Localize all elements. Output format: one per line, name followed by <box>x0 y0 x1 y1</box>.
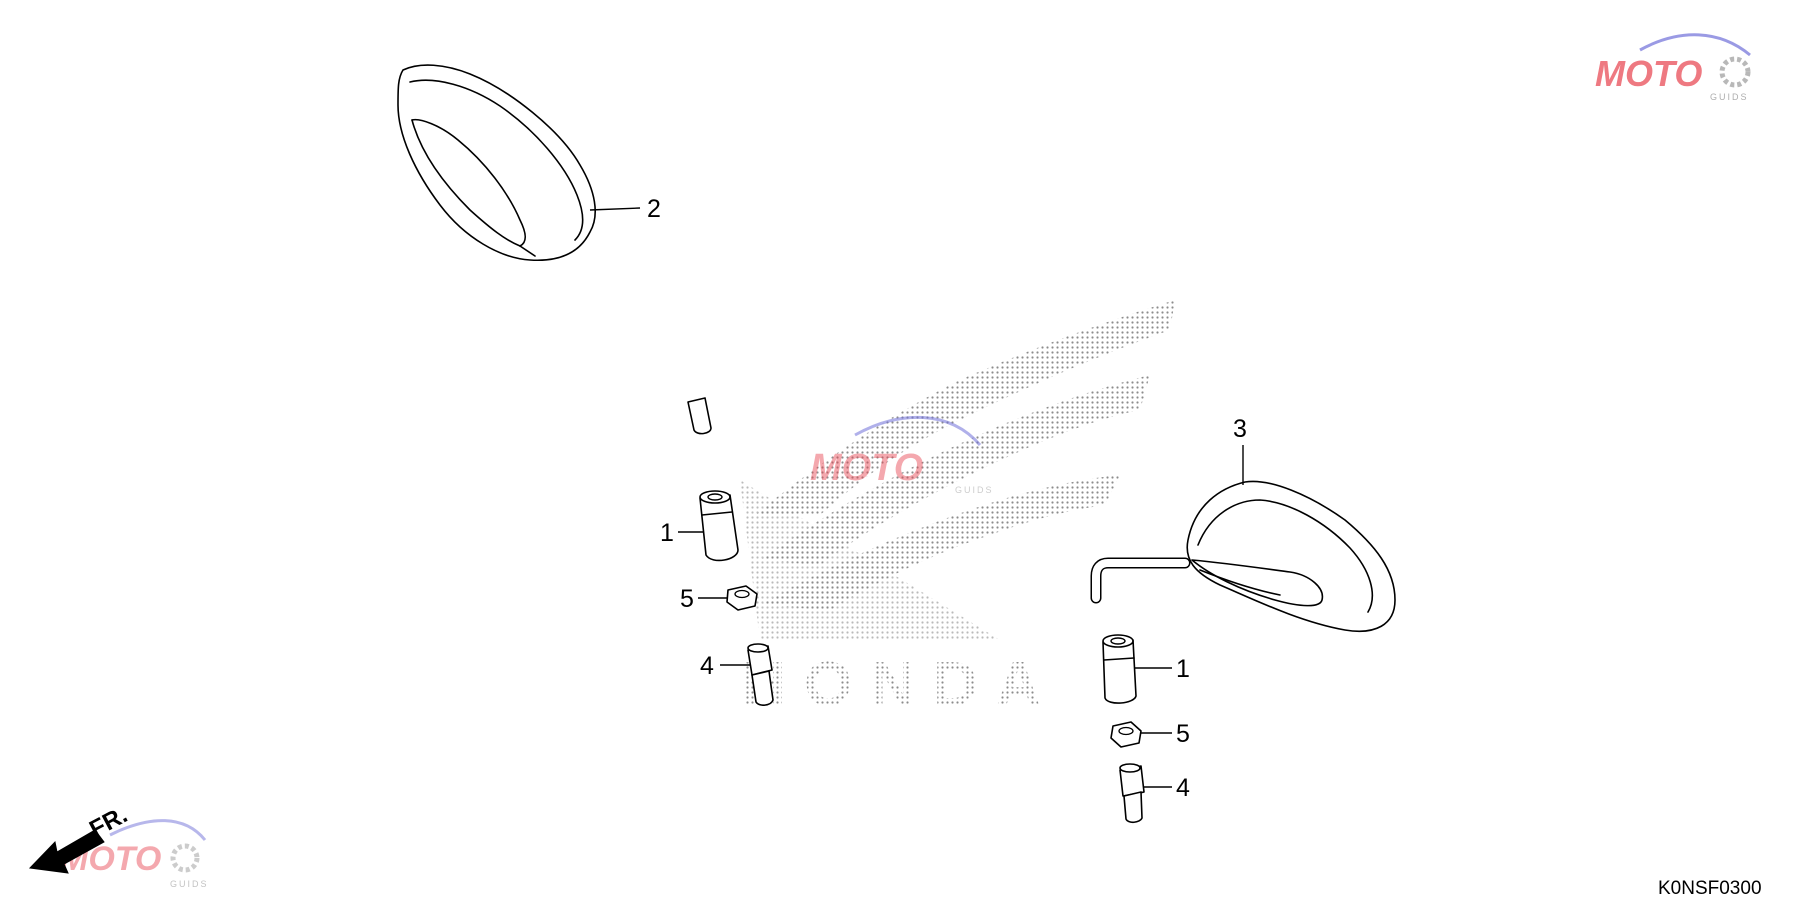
watermark-top-right: MOTO GUIDS <box>1595 33 1751 102</box>
honda-wing-logo: HONDA <box>740 300 1175 719</box>
diagram-code: K0NSF0300 <box>1658 878 1762 899</box>
mirror-left <box>397 64 712 435</box>
bolt-right <box>1119 763 1172 824</box>
bolt-left <box>720 643 774 706</box>
watermark-swoosh-bottom <box>109 819 207 841</box>
front-direction-arrow <box>28 826 105 874</box>
watermark-top-subtext: GUIDS <box>1710 92 1749 102</box>
watermark-center-text: MOTO <box>810 447 923 489</box>
watermark-swoosh-top <box>1639 33 1751 57</box>
watermark-center-subtext: GUIDS <box>955 485 994 495</box>
leader-line <box>589 207 641 211</box>
honda-logo-text: HONDA <box>741 650 1058 719</box>
adapter-right <box>1102 634 1172 704</box>
callout-mirror-left: 2 <box>647 195 661 223</box>
callout-nut-right: 5 <box>1176 720 1190 748</box>
callout-bolt-right: 4 <box>1176 774 1190 802</box>
callout-nut-left: 5 <box>680 585 694 613</box>
nut-right <box>1110 721 1172 748</box>
gear-icon <box>170 843 200 873</box>
watermark-bottom-left: MOTO GUIDS <box>60 819 209 889</box>
mirror-right <box>1090 445 1396 632</box>
gear-icon <box>1719 56 1751 88</box>
callout-bolt-left: 4 <box>700 652 714 680</box>
watermark-top-text: MOTO <box>1595 53 1702 94</box>
callout-adapter-left: 1 <box>660 519 674 547</box>
watermark-center: MOTO GUIDS <box>810 415 994 495</box>
watermark-bottom-subtext: GUIDS <box>170 879 209 889</box>
callout-mirror-right: 3 <box>1233 415 1247 443</box>
callout-adapter-right: 1 <box>1176 655 1190 683</box>
adapter-left <box>678 490 739 562</box>
watermark-swoosh <box>854 415 982 446</box>
nut-left <box>698 585 758 611</box>
